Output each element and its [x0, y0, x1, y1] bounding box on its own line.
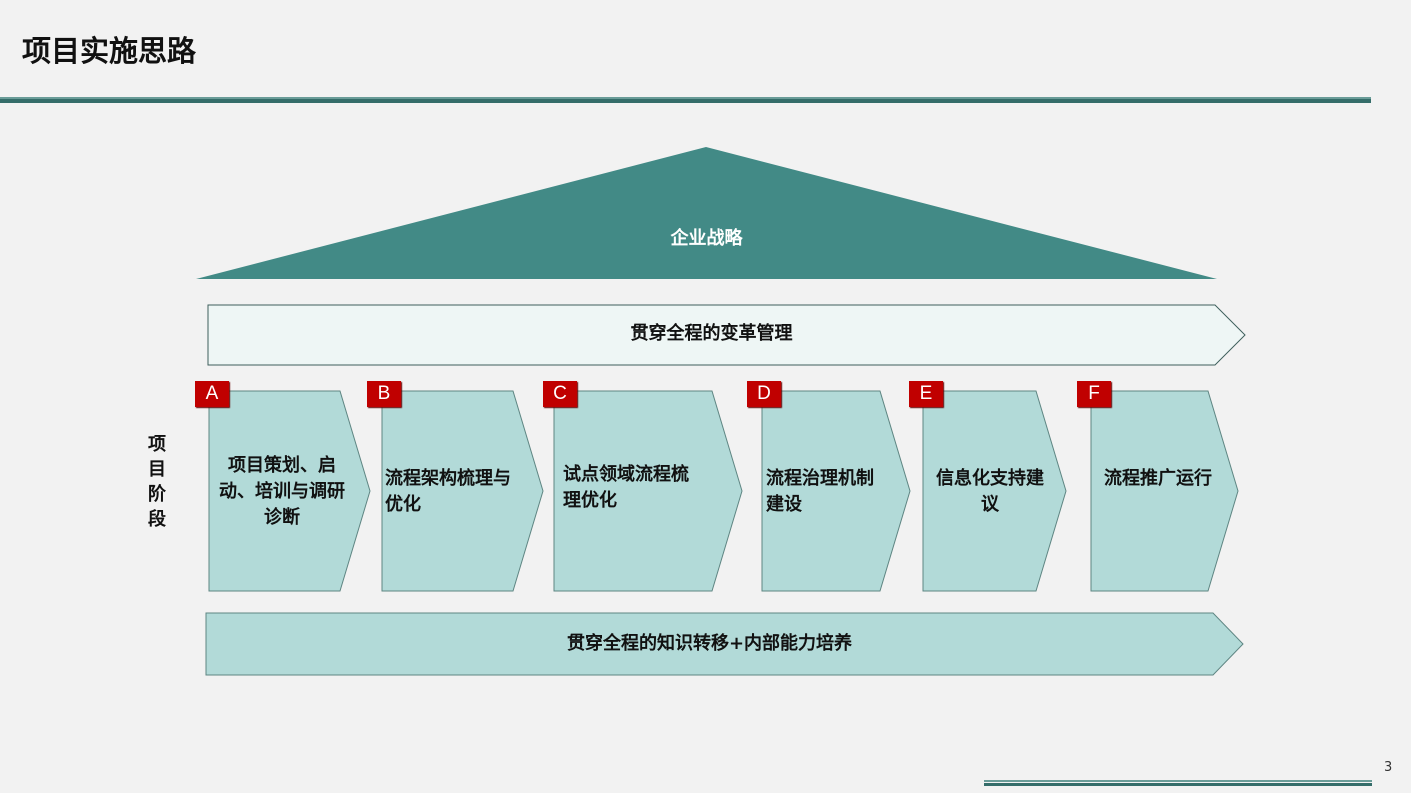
- phase-text-a: 项目策划、启动、培训与调研诊断: [219, 455, 345, 528]
- phase-chevron-b: [381, 390, 544, 592]
- change-management-label: 贯穿全程的变革管理: [630, 323, 793, 344]
- strategy-label: 企业战略: [670, 228, 743, 249]
- phase-chevron-d: [761, 390, 911, 592]
- phase-badge-c: C: [543, 381, 577, 407]
- strategy-triangle: [196, 147, 1217, 279]
- phase-text-c: 试点领域流程梳理优化: [563, 464, 689, 511]
- header-divider-thick: [0, 99, 1371, 103]
- project-phase-label: 项目阶段: [148, 434, 166, 530]
- phase-chevron-c: [553, 390, 743, 592]
- phase-text-e: 信息化支持建议: [936, 468, 1044, 515]
- header-divider: [0, 97, 1371, 99]
- page-title: 项目实施思路: [22, 34, 197, 68]
- phase-badge-e: E: [909, 381, 943, 407]
- phase-text-b: 流程架构梳理与优化: [385, 468, 511, 515]
- phase-chevron-f: [1090, 390, 1239, 592]
- page-number: 3: [1384, 760, 1393, 775]
- knowledge-transfer-arrow: [205, 612, 1244, 676]
- phase-badge-a: A: [195, 381, 229, 407]
- phase-badge-d: D: [747, 381, 781, 407]
- phase-badge-b: B: [367, 381, 401, 407]
- phase-badge-f: F: [1077, 381, 1111, 407]
- footer-line: [984, 780, 1372, 782]
- knowledge-transfer-label: 贯穿全程的知识转移+内部能力培养: [566, 633, 853, 654]
- footer-line-thick: [984, 783, 1372, 786]
- change-management-arrow: [207, 304, 1246, 366]
- phase-chevron-e: [922, 390, 1067, 592]
- phase-text-f: 流程推广运行: [1104, 468, 1212, 489]
- phase-chevron-a: [208, 390, 371, 592]
- phase-text-d: 流程治理机制建设: [766, 468, 874, 515]
